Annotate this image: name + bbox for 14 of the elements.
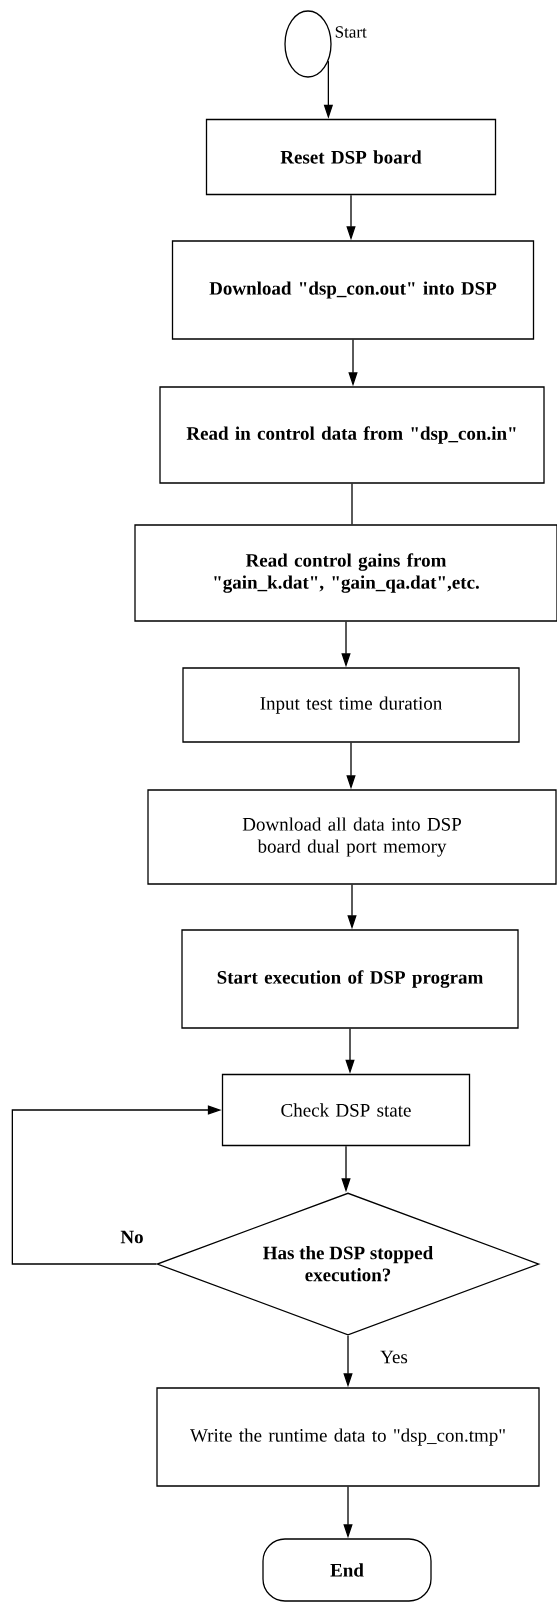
process-box: Download all data into DSP board dual port memory xyxy=(147,789,557,885)
process-box: Reset DSP board xyxy=(205,118,497,196)
start-oval: Start xyxy=(284,10,367,78)
process-box: Download "dsp_con.out" into DSP xyxy=(171,240,535,340)
end-terminal: End xyxy=(262,1538,432,1602)
process-box: Read control gains from "gain_k.dat", "gain_qa.dat",etc. xyxy=(134,524,557,622)
process-box: Read in control data from "dsp_con.in" xyxy=(159,386,545,484)
process-box: Write the runtime data to "dsp_con.tmp" xyxy=(156,1387,540,1487)
process-box: Check DSP state xyxy=(221,1073,471,1147)
node-label: Start xyxy=(335,26,367,38)
edge-label: No xyxy=(119,1229,145,1245)
edge-label: Yes xyxy=(379,1349,409,1365)
process-box: Start execution of DSP program xyxy=(181,929,519,1029)
process-box: Input test time duration xyxy=(182,667,520,743)
